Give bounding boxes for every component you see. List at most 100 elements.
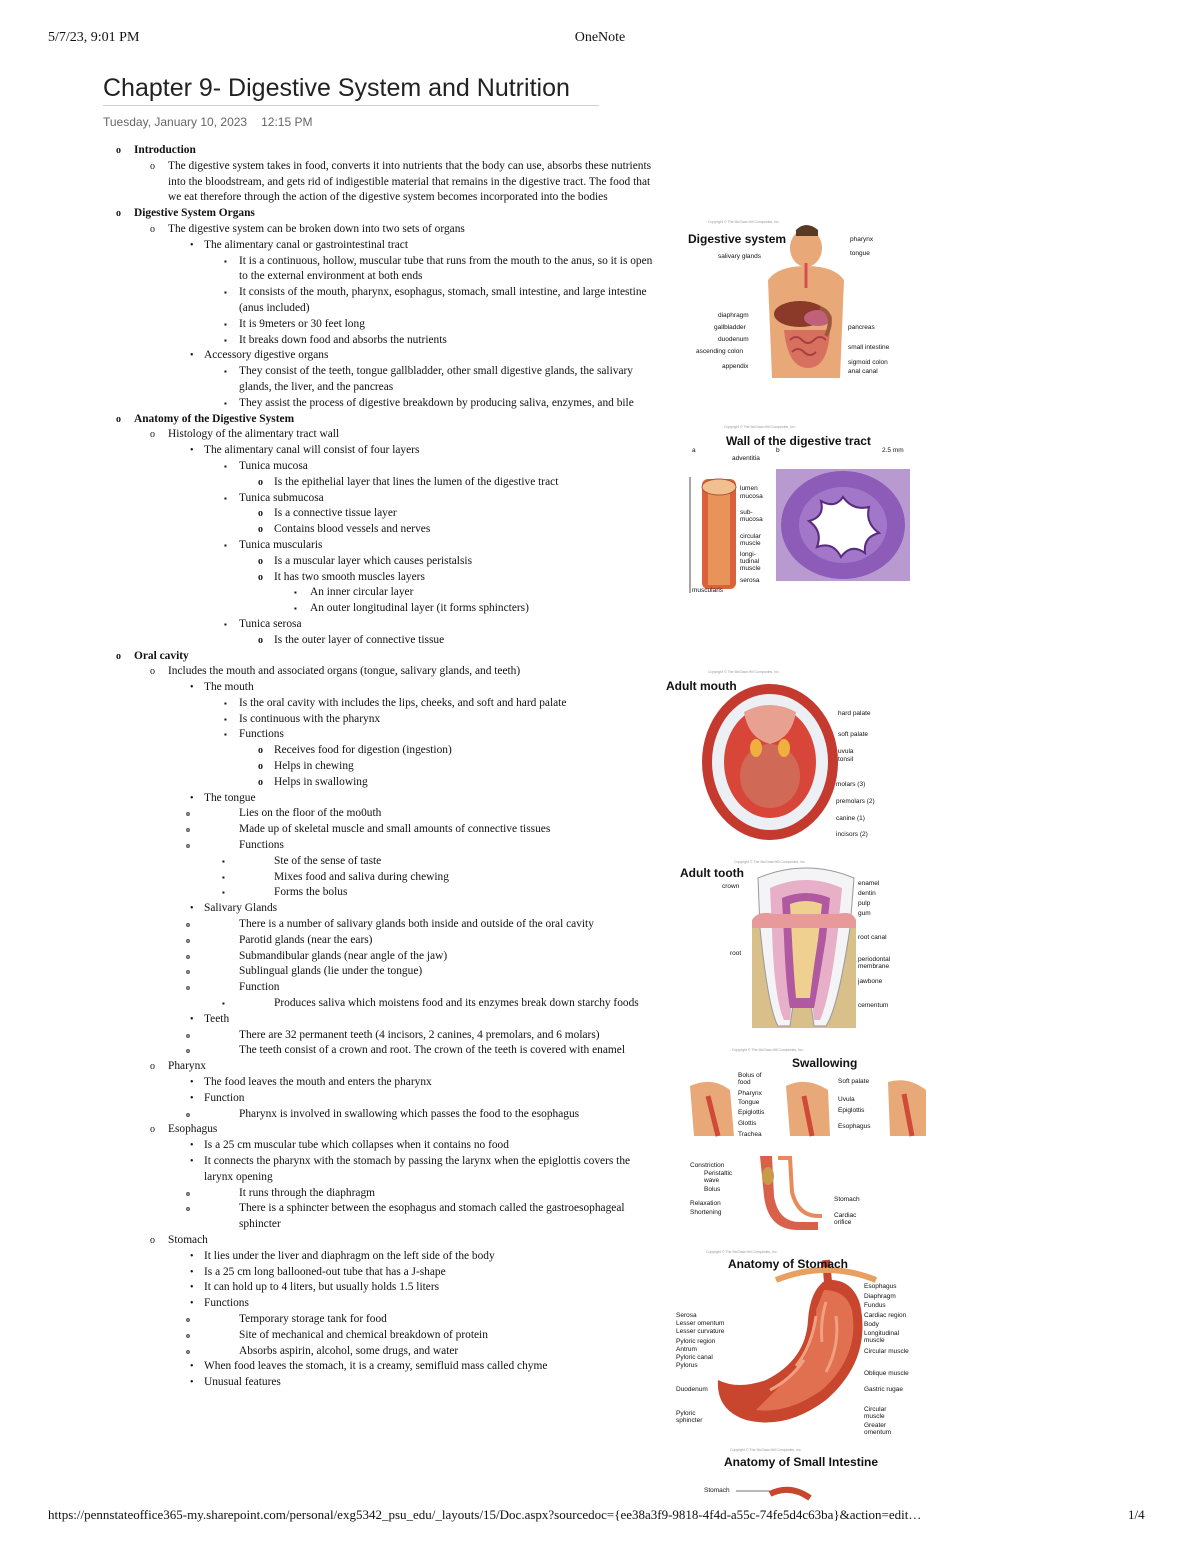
outline-item[interactable]: The alimentary canal or gastrointestinal… [100,238,655,254]
outline-item[interactable]: Accessory digestive organs [100,348,655,364]
outline-item[interactable]: It runs through the diaphragm [100,1186,655,1202]
figure-label: Trachea [738,1131,762,1138]
outline-item[interactable]: Forms the bolus [100,885,655,901]
tract-wall-illustration [689,469,910,593]
figure-label: lumen [740,485,758,492]
outline-item[interactable]: Functions [100,838,655,854]
outline-item[interactable]: The food leaves the mouth and enters the… [100,1075,655,1091]
outline-item[interactable]: Is the epithelial layer that lines the l… [100,475,655,491]
figure-label: pharynx [850,236,874,243]
figure-label: Pyloric sphincter [676,1410,703,1424]
figure-label: Gastric rugae [864,1386,904,1393]
outline-item[interactable]: Functions [100,727,655,743]
outline-item[interactable]: Pharynx [100,1059,655,1075]
outline-item[interactable]: Site of mechanical and chemical breakdow… [100,1328,655,1344]
outline-item[interactable]: They assist the process of digestive bre… [100,396,655,412]
outline-item[interactable]: Mixes food and saliva during chewing [100,870,655,886]
outline-item[interactable]: Tunica muscularis [100,538,655,554]
outline-item[interactable]: Anatomy of the Digestive System [100,412,655,428]
outline-item[interactable]: Tunica submucosa [100,491,655,507]
figure-label: molars (3) [836,781,866,788]
outline-item[interactable]: It is 9meters or 30 feet long [100,317,655,333]
outline-item[interactable]: When food leaves the stomach, it is a cr… [100,1359,655,1375]
page-title[interactable]: Chapter 9- Digestive System and Nutritio… [103,74,599,106]
outline-item[interactable]: Is the outer layer of connective tissue [100,633,655,649]
outline-item[interactable]: Parotid glands (near the ears) [100,933,655,949]
outline-item[interactable]: It is a continuous, hollow, muscular tub… [100,254,655,286]
figure-label: 2.5 mm [882,447,904,454]
outline-item[interactable]: Oral cavity [100,649,655,665]
figure-label: Serosa [676,1312,697,1319]
outline-item[interactable]: There is a sphincter between the esophag… [100,1201,655,1233]
outline-item[interactable]: Lies on the floor of the mo0uth [100,806,655,822]
outline-item[interactable]: An inner circular layer [100,585,655,601]
outline-item[interactable]: It lies under the liver and diaphragm on… [100,1249,655,1265]
outline-item[interactable]: Salivary Glands [100,901,655,917]
outline-item[interactable]: Made up of skeletal muscle and small amo… [100,822,655,838]
figure-label: duodenum [718,336,749,343]
tooth-illustration [752,867,856,1028]
outline-item[interactable]: Teeth [100,1012,655,1028]
outline-item[interactable]: Stomach [100,1233,655,1249]
outline-item[interactable]: Tunica serosa [100,617,655,633]
outline-item[interactable]: It connects the pharynx with the stomach… [100,1154,655,1186]
figure-title: Digestive system [688,232,787,246]
outline-item[interactable]: Ste of the sense of taste [100,854,655,870]
outline-item[interactable]: Esophagus [100,1122,655,1138]
outline-item[interactable]: Tunica mucosa [100,459,655,475]
outline-item[interactable]: Includes the mouth and associated organs… [100,664,655,680]
outline-item[interactable]: Sublingual glands (lie under the tongue) [100,964,655,980]
figure-label: soft palate [838,731,868,738]
outline-item[interactable]: An outer longitudinal layer (it forms sp… [100,601,655,617]
outline-item[interactable]: Histology of the alimentary tract wall [100,427,655,443]
figure-label: a [692,447,696,454]
figure-adult-tooth: Copyright © The McGraw-Hill Companies, I… [678,858,910,1030]
figure-label: Peristaltic wave [704,1170,733,1184]
print-datetime: 5/7/23, 9:01 PM [48,30,140,45]
outline-item[interactable]: Function [100,1091,655,1107]
outline-item[interactable]: Receives food for digestion (ingestion) [100,743,655,759]
outline-item[interactable]: Helps in swallowing [100,775,655,791]
outline-item[interactable]: Pharynx is involved in swallowing which … [100,1107,655,1123]
outline-item[interactable]: The mouth [100,680,655,696]
outline-item[interactable]: Digestive System Organs [100,206,655,222]
figure-label: premolars (2) [836,798,875,805]
outline-item[interactable]: Produces saliva which moistens food and … [100,996,655,1012]
outline-item[interactable]: Is a 25 cm long ballooned-out tube that … [100,1265,655,1281]
outline-item[interactable]: It consists of the mouth, pharynx, esoph… [100,285,655,317]
outline-item[interactable]: It has two smooth muscles layers [100,570,655,586]
outline-item[interactable]: Is a connective tissue layer [100,506,655,522]
outline-item[interactable]: It breaks down food and absorbs the nutr… [100,333,655,349]
outline-item[interactable]: Temporary storage tank for food [100,1312,655,1328]
outline-item[interactable]: The teeth consist of a crown and root. T… [100,1043,655,1059]
outline-item[interactable]: The alimentary canal will consist of fou… [100,443,655,459]
outline-item[interactable]: The tongue [100,791,655,807]
figure-label: Pyloric region [676,1338,716,1345]
outline-item[interactable]: There are 32 permanent teeth (4 incisors… [100,1028,655,1044]
figure-label: enamel [858,880,880,887]
outline-item[interactable]: Is a muscular layer which causes perista… [100,554,655,570]
outline-item[interactable]: Contains blood vessels and nerves [100,522,655,538]
figure-label: jawbone [858,978,883,985]
figure-copyright-caption: Copyright © The McGraw-Hill Companies, I… [734,860,806,864]
outline-item[interactable]: Helps in chewing [100,759,655,775]
figure-label: root [730,950,742,957]
figure-label: Bolus [704,1186,721,1193]
outline-item[interactable]: Functions [100,1296,655,1312]
outline-item[interactable]: Is continuous with the pharynx [100,712,655,728]
outline-item[interactable]: Submandibular glands (near angle of the … [100,949,655,965]
outline-item[interactable]: There is a number of salivary glands bot… [100,917,655,933]
outline-item[interactable]: It can hold up to 4 liters, but usually … [100,1280,655,1296]
outline-item[interactable]: The digestive system takes in food, conv… [100,159,655,206]
outline-item[interactable]: The digestive system can be broken down … [100,222,655,238]
outline-item[interactable]: Function [100,980,655,996]
notes-outline[interactable]: Introduction The digestive system takes … [100,143,655,1391]
figure-label: hard palate [838,710,871,717]
outline-item[interactable]: Absorbs aspirin, alcohol, some drugs, an… [100,1344,655,1360]
outline-item[interactable]: Is the oral cavity with includes the lip… [100,696,655,712]
figure-label: crown [722,883,740,890]
outline-item[interactable]: Introduction [100,143,655,159]
outline-item[interactable]: They consist of the teeth, tongue gallbl… [100,364,655,396]
outline-item[interactable]: Unusual features [100,1375,655,1391]
outline-item[interactable]: Is a 25 cm muscular tube which collapses… [100,1138,655,1154]
